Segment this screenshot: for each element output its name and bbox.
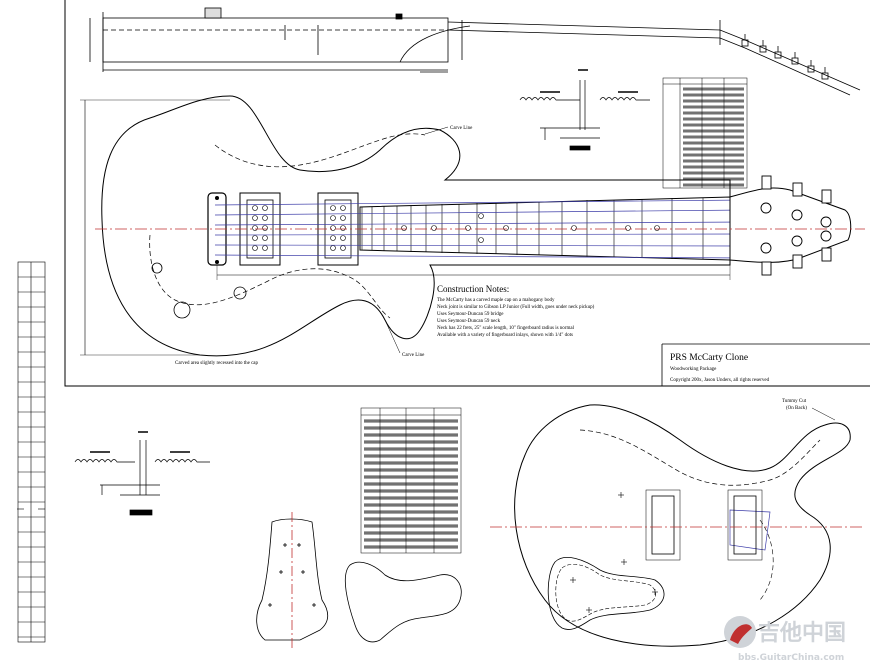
svg-text:Neck has 22 frets, 25" scale l: Neck has 22 frets, 25" scale length, 10"… bbox=[437, 326, 575, 331]
main-frame bbox=[64, 0, 870, 387]
tuners bbox=[760, 175, 832, 276]
fretboard bbox=[359, 196, 731, 261]
svg-text:Neck joint is similar to Gibso: Neck joint is similar to Gibson LP Junio… bbox=[437, 305, 595, 310]
svg-text:Uses Seymour-Duncan 59 neck: Uses Seymour-Duncan 59 neck bbox=[437, 319, 501, 324]
title-block: PRS McCarty Clone Woodworking Package Co… bbox=[670, 353, 770, 383]
body-outline bbox=[101, 95, 731, 357]
carve-line bbox=[214, 133, 426, 168]
cavity-template bbox=[344, 561, 462, 643]
svg-text:Uses Seymour-Duncan 59 bridge: Uses Seymour-Duncan 59 bridge bbox=[437, 312, 504, 317]
svg-text:The McCarty has a carved maple: The McCarty has a carved maple cap on a … bbox=[437, 298, 555, 303]
tummy-cut-sublabel: (On Back) bbox=[786, 406, 807, 411]
watermark-url: bbs.GuitarChina.com bbox=[738, 653, 844, 663]
back-pickup-cavity-2 bbox=[733, 495, 757, 555]
tummy-cut-label: Tummy Cut bbox=[782, 399, 807, 404]
carve-note: Carved area slightly recessed into the c… bbox=[175, 361, 259, 366]
svg-text:Construction Notes:: Construction Notes: bbox=[437, 284, 509, 294]
watermark-cn: 吉他中国 bbox=[758, 620, 846, 646]
strings bbox=[214, 199, 746, 259]
body-top-view bbox=[80, 95, 865, 357]
watermark-logo: 吉他中国 bbs.GuitarChina.com bbox=[724, 616, 846, 663]
fret-table-top bbox=[662, 77, 748, 189]
wiring-schematic-top bbox=[519, 69, 650, 151]
svg-text:Available with a variety of fi: Available with a variety of fingerboard … bbox=[437, 333, 573, 338]
construction-notes: Construction Notes: The McCarty has a ca… bbox=[437, 284, 595, 338]
carve-line-label-top: Carve Line bbox=[450, 126, 473, 131]
wiring-schematic-bottom bbox=[74, 431, 210, 516]
side-profile bbox=[89, 7, 861, 96]
back-body-outline bbox=[514, 404, 851, 647]
drawing-title: PRS McCarty Clone bbox=[670, 353, 748, 363]
headstock bbox=[729, 187, 852, 263]
copyright: Copyright 200x, Jason Unders, all rights… bbox=[670, 378, 770, 383]
carve-line-label-bottom: Carve Line bbox=[402, 353, 425, 358]
drawing-subtitle: Woodworking Package bbox=[670, 367, 717, 372]
body-back-view bbox=[490, 404, 862, 647]
back-pickup-cavity-1 bbox=[651, 495, 675, 555]
fret-table-bottom bbox=[360, 407, 462, 554]
headstock-template bbox=[256, 512, 329, 650]
tuner-pegs-side bbox=[741, 34, 829, 80]
scale-ruler bbox=[17, 261, 46, 643]
